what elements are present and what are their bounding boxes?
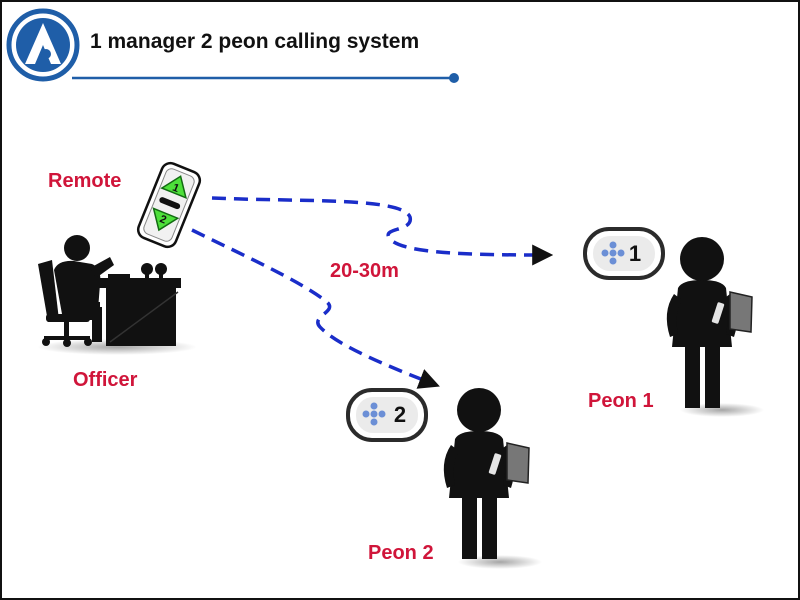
company-logo: [6, 8, 80, 82]
receiver-1: 1: [583, 227, 665, 280]
peon-1-folder: [729, 291, 753, 333]
peon-1-label: Peon 1: [588, 390, 654, 412]
diagram-title: 1 manager 2 peon calling system: [90, 30, 420, 53]
remote-divider: [159, 197, 181, 210]
remote-button-1-label: 1: [171, 182, 181, 195]
peon-1-head: [680, 237, 724, 281]
officer-desk: [97, 278, 181, 288]
remote-button-1: [160, 175, 188, 200]
remote-label: Remote: [48, 170, 122, 192]
peon-1-figure: [666, 237, 764, 417]
signal-path-peon2: [191, 228, 440, 389]
remote-control: 1 2: [136, 161, 202, 249]
remote-button-2: [152, 207, 180, 232]
peon-1-pager: [710, 301, 726, 325]
officer-chair: [38, 260, 59, 322]
receiver-1-number: 1: [629, 241, 641, 266]
distance-label: 20-30m: [330, 260, 399, 282]
peon-2-head: [457, 388, 501, 432]
signal-path-peon1: [211, 196, 554, 266]
peon-2-pager: [487, 452, 503, 476]
peon-2-label: Peon 2: [368, 542, 434, 564]
officer-label: Officer: [73, 369, 138, 391]
officer-figure: [37, 235, 197, 355]
remote-button-2-label: 2: [158, 213, 168, 226]
officer-head: [64, 235, 90, 261]
title-underline: [72, 73, 459, 83]
peon-2-folder: [506, 442, 530, 484]
receiver-1-led: [601, 249, 609, 257]
receiver-2-led: [362, 410, 370, 418]
receiver-2-number: 2: [394, 402, 406, 427]
receiver-2: 2: [346, 388, 428, 442]
peon-2-figure: [443, 388, 542, 569]
